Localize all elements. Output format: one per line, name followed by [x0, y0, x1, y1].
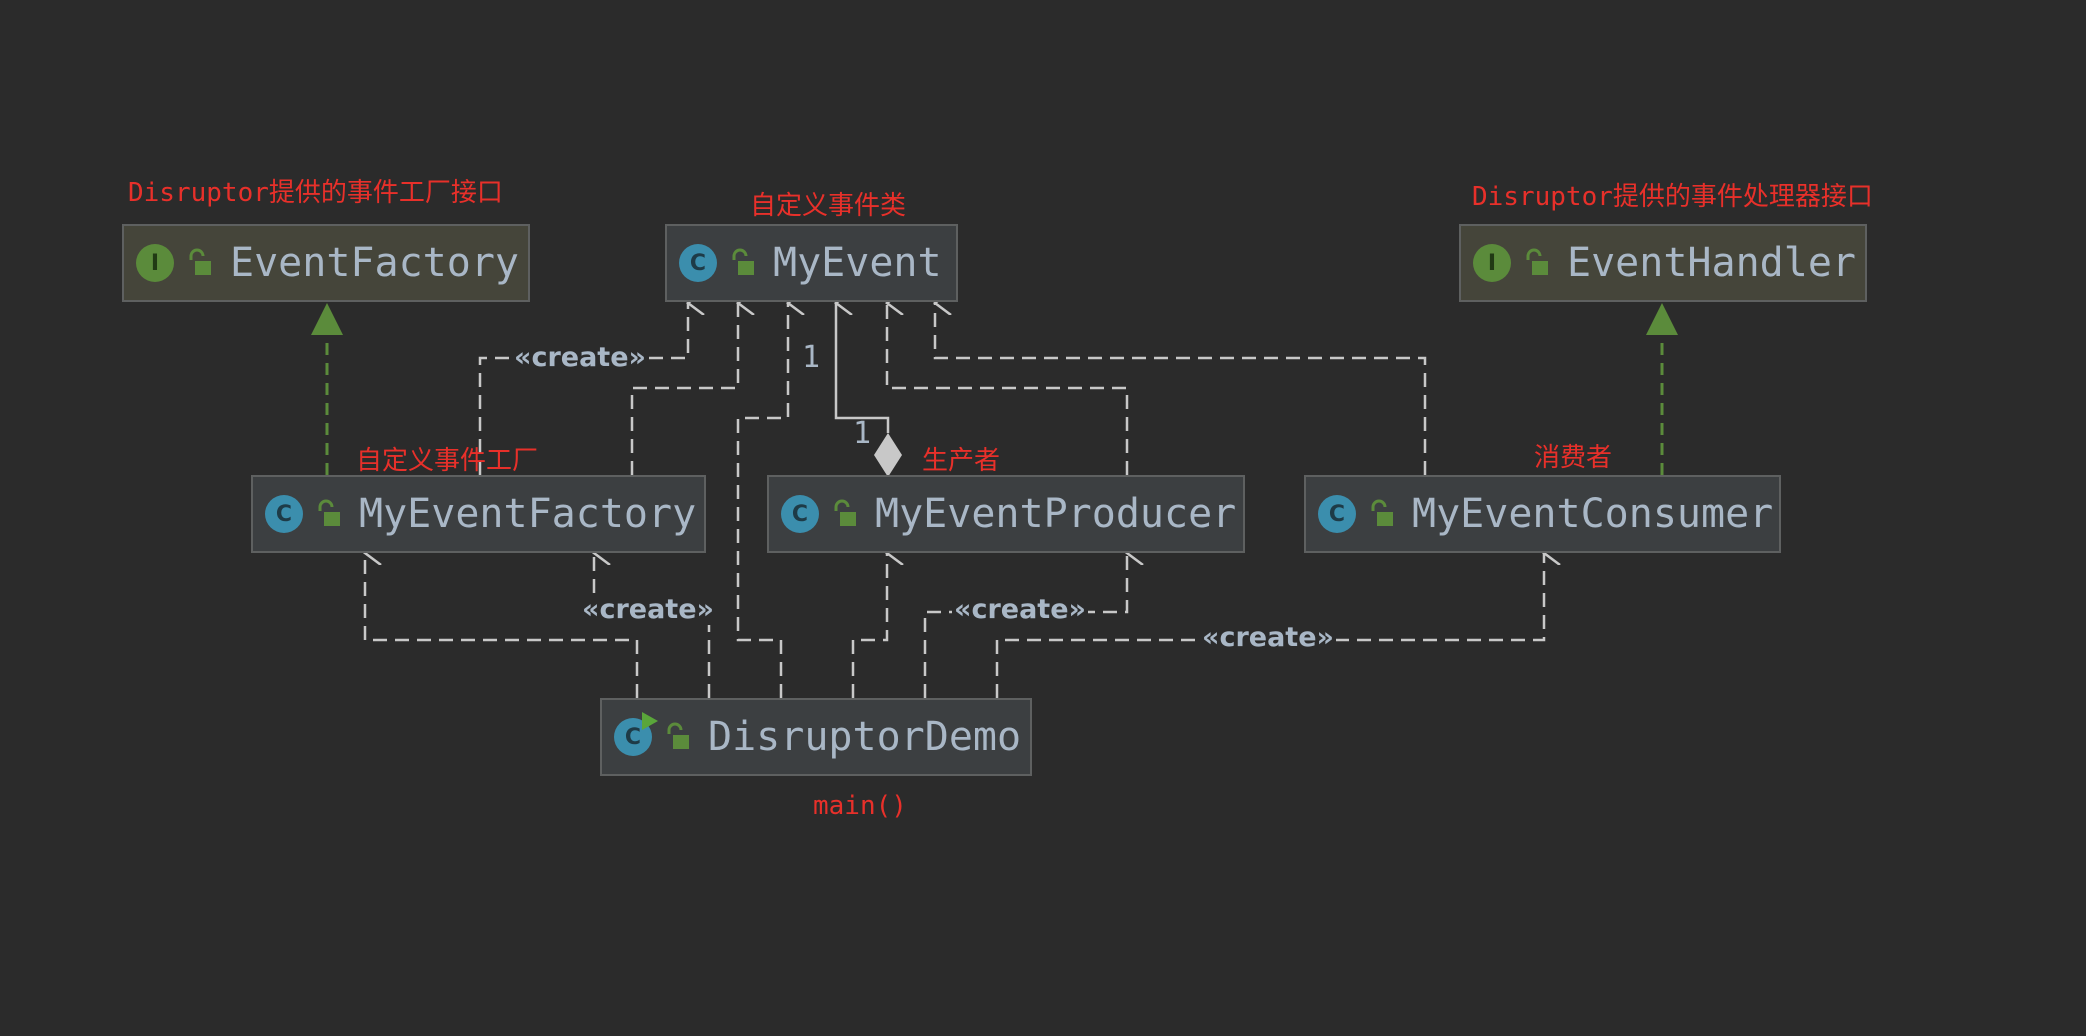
public-lock-icon — [318, 499, 340, 526]
node-myeventconsumer-label: MyEventConsumer — [1412, 491, 1774, 537]
node-disruptordemo[interactable]: C DisruptorDemo — [600, 698, 1032, 776]
node-myeventfactory-label: MyEventFactory — [359, 491, 697, 537]
node-eventhandler-label: EventHandler — [1567, 240, 1856, 286]
dep-disruptordemo-to-myeventfactory — [365, 553, 639, 698]
dep-disruptordemo-create-myeventproducer — [923, 553, 1127, 698]
node-myevent[interactable]: C MyEvent — [665, 224, 958, 302]
node-eventfactory-label: EventFactory — [230, 240, 519, 286]
note-consumer: 消费者 — [1534, 443, 1613, 473]
interface-badge-icon: I — [136, 244, 174, 282]
dep-myeventfactory-to-myevent — [630, 303, 738, 475]
node-eventhandler[interactable]: I EventHandler — [1459, 224, 1867, 302]
interface-badge-icon: I — [1473, 244, 1511, 282]
dep-disruptordemo-create-myeventfactory — [594, 553, 711, 698]
edge-label-demo-consumer-create: «create» — [1200, 622, 1336, 653]
class-badge-icon: C — [679, 244, 717, 282]
node-myeventconsumer[interactable]: C MyEventConsumer — [1304, 475, 1781, 553]
public-lock-icon — [834, 499, 856, 526]
edge-label-factory-create: «create» — [512, 342, 648, 373]
composition-myeventproducer-myevent — [836, 303, 902, 477]
note-myeventfactory: 自定义事件工厂 — [356, 446, 539, 476]
realization-myeventconsumer-to-eventhandler — [1646, 303, 1678, 475]
public-lock-icon — [732, 248, 754, 275]
public-lock-icon — [189, 248, 211, 275]
edge-label-demo-producer-create: «create» — [952, 594, 1088, 625]
dep-disruptordemo-to-myevent — [736, 303, 788, 698]
note-eventhandler: Disruptor提供的事件处理器接口 — [1472, 182, 1873, 212]
public-lock-icon — [667, 722, 689, 749]
note-eventfactory: Disruptor提供的事件工厂接口 — [128, 178, 503, 208]
node-myeventproducer-label: MyEventProducer — [875, 491, 1237, 537]
node-eventfactory[interactable]: I EventFactory — [122, 224, 530, 302]
composition-target-multiplicity: 1 — [802, 340, 821, 375]
edge-label-demo-factory-create: «create» — [580, 594, 716, 625]
note-disruptordemo: main() — [813, 791, 907, 821]
node-myeventproducer[interactable]: C MyEventProducer — [767, 475, 1245, 553]
dep-myeventconsumer-to-myevent — [935, 303, 1427, 475]
class-badge-icon: C — [614, 718, 652, 756]
class-badge-icon: C — [781, 495, 819, 533]
public-lock-icon — [1526, 248, 1548, 275]
public-lock-icon — [1371, 499, 1393, 526]
node-myevent-label: MyEvent — [773, 240, 942, 286]
realization-myeventfactory-to-eventfactory — [311, 303, 343, 475]
node-disruptordemo-label: DisruptorDemo — [708, 714, 1022, 760]
node-myeventfactory[interactable]: C MyEventFactory — [251, 475, 706, 553]
dep-myeventproducer-to-myevent — [887, 303, 1129, 475]
class-badge-icon: C — [265, 495, 303, 533]
note-myevent: 自定义事件类 — [750, 191, 907, 221]
run-main-icon — [642, 712, 658, 730]
note-producer: 生产者 — [922, 446, 1001, 476]
class-badge-icon: C — [1318, 495, 1356, 533]
dep-disruptordemo-to-myeventproducer — [851, 553, 887, 698]
composition-source-multiplicity: 1 — [853, 416, 872, 451]
